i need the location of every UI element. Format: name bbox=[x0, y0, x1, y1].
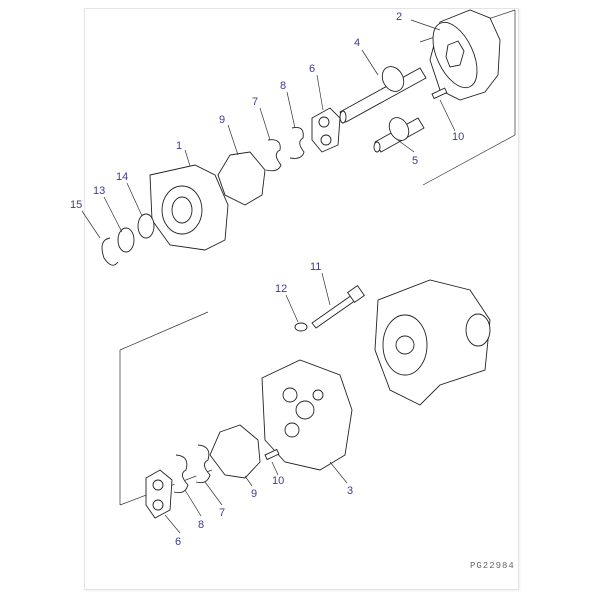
leader-lines bbox=[81, 19, 456, 534]
part-8-seal-lower bbox=[173, 454, 189, 494]
part-8-seal bbox=[289, 127, 305, 159]
part-6-plate-lower bbox=[145, 469, 173, 519]
part-11-bolt bbox=[311, 285, 365, 329]
callout-3: 3 bbox=[347, 485, 353, 497]
callout-10-lower: 10 bbox=[272, 475, 284, 487]
assembled-pump bbox=[374, 279, 491, 406]
part-7-seal bbox=[265, 139, 282, 172]
part-7-seal-lower bbox=[195, 444, 211, 484]
part-15-snap-ring bbox=[101, 237, 119, 266]
callout-6: 6 bbox=[309, 63, 315, 75]
callout-10: 10 bbox=[452, 131, 464, 143]
part-13-bearing bbox=[117, 227, 135, 253]
part-6-plate bbox=[311, 107, 341, 153]
callout-9: 9 bbox=[219, 114, 225, 126]
part-3-body bbox=[261, 359, 353, 471]
callout-7: 7 bbox=[252, 96, 258, 108]
drawing-code: PG22984 bbox=[470, 561, 515, 571]
callout-14: 14 bbox=[116, 171, 128, 183]
part-10-pin-lower bbox=[264, 448, 280, 461]
part-10-pin bbox=[431, 87, 448, 100]
callout-7-lower: 7 bbox=[219, 507, 225, 519]
callout-5: 5 bbox=[412, 155, 418, 167]
callout-1: 1 bbox=[176, 140, 182, 152]
part-1-cover bbox=[149, 164, 229, 251]
callout-2: 2 bbox=[396, 11, 402, 23]
part-9-gasket-lower bbox=[209, 424, 261, 479]
callout-12: 12 bbox=[275, 283, 287, 295]
part-2-housing bbox=[429, 9, 501, 101]
diagram-frame bbox=[84, 8, 519, 590]
part-12-washer bbox=[294, 322, 308, 332]
callout-6-lower: 6 bbox=[175, 536, 181, 548]
part-4-shaft bbox=[339, 66, 427, 124]
callout-15: 15 bbox=[70, 199, 82, 211]
callout-13: 13 bbox=[93, 185, 105, 197]
part-5-gear bbox=[373, 117, 425, 153]
callout-8-lower: 8 bbox=[198, 519, 204, 531]
callout-11: 11 bbox=[310, 261, 321, 273]
part-14-washer bbox=[137, 213, 155, 239]
part-9-gasket bbox=[217, 151, 266, 206]
callout-4: 4 bbox=[354, 37, 360, 49]
callout-9-lower: 9 bbox=[251, 488, 257, 500]
callout-8: 8 bbox=[280, 80, 286, 92]
